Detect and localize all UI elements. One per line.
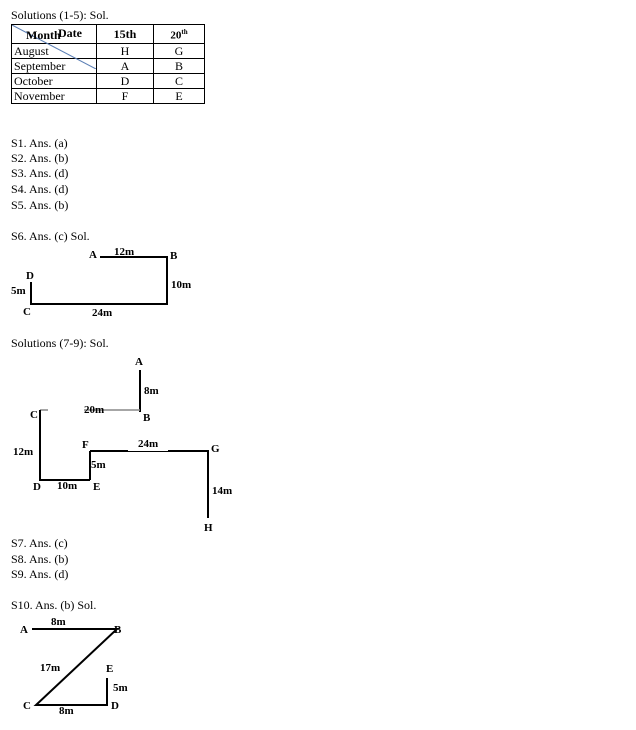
cell-20th: B bbox=[153, 57, 205, 74]
answer-s9: S9. Ans. (d) bbox=[11, 567, 69, 581]
cell-20th: E bbox=[153, 87, 205, 104]
table-row: October D C bbox=[11, 72, 205, 89]
s10-label-a: A bbox=[20, 624, 28, 636]
month-cell: November bbox=[11, 87, 97, 104]
s7-9-diagram: A 8m B 20m C 12m D 10m E 5m F 24m G 14m … bbox=[13, 356, 232, 534]
s6-title: S6. Ans. (c) Sol. bbox=[11, 229, 90, 243]
month-cell: October bbox=[11, 72, 97, 89]
cell-20th: C bbox=[153, 72, 205, 89]
s10-label-ab: 8m bbox=[51, 616, 66, 628]
s10-label-bc: 17m bbox=[40, 662, 60, 674]
header-20th: 20th bbox=[153, 24, 205, 44]
month-cell: August bbox=[11, 42, 97, 59]
s10-label-e: E bbox=[106, 663, 113, 675]
answer-s1: S1. Ans. (a) bbox=[11, 136, 68, 150]
solution-table: Date Month 15th 20th August H G Septembe… bbox=[11, 24, 205, 104]
header-15th: 15th bbox=[96, 24, 154, 44]
cell-20th: G bbox=[153, 42, 205, 59]
header-month: Month bbox=[26, 27, 61, 42]
s7-9-label-f: F bbox=[82, 439, 89, 451]
s7-9-label-e: E bbox=[93, 481, 100, 493]
s7-9-label-h: H bbox=[204, 522, 213, 534]
s7-9-label-cd: 12m bbox=[13, 446, 33, 458]
cell-15th: A bbox=[96, 57, 154, 74]
cell-15th: F bbox=[96, 87, 154, 104]
s7-9-label-a: A bbox=[135, 356, 143, 368]
s10-label-d: D bbox=[111, 700, 119, 712]
table-row: August H G bbox=[11, 42, 205, 59]
s10-label-cd: 8m bbox=[59, 705, 74, 717]
solutions-1-5-title: Solutions (1-5): Sol. bbox=[11, 8, 109, 22]
s6-label-d: D bbox=[26, 270, 34, 282]
answer-s4: S4. Ans. (d) bbox=[11, 182, 69, 196]
header-diagonal bbox=[12, 25, 96, 69]
cell-15th: H bbox=[96, 42, 154, 59]
date-month-header: Date Month bbox=[11, 24, 97, 69]
s6-label-b: B bbox=[170, 250, 178, 262]
s6-label-c: C bbox=[23, 306, 31, 318]
s7-9-label-c: C bbox=[30, 409, 38, 421]
answer-s8: S8. Ans. (b) bbox=[11, 552, 69, 566]
answer-s5: S5. Ans. (b) bbox=[11, 198, 69, 212]
s6-label-a: A bbox=[89, 249, 97, 261]
solutions-7-9-title: Solutions (7-9): Sol. bbox=[11, 336, 109, 350]
s7-9-label-de: 10m bbox=[57, 480, 77, 492]
s10-title: S10. Ans. (b) Sol. bbox=[11, 598, 97, 612]
s6-label-ab: 12m bbox=[114, 246, 134, 258]
cell-15th: D bbox=[96, 72, 154, 89]
s7-9-label-d: D bbox=[33, 481, 41, 493]
table-row: September A B bbox=[11, 57, 205, 74]
answer-s7: S7. Ans. (c) bbox=[11, 536, 68, 550]
s6-label-bc: 10m bbox=[171, 279, 191, 291]
s7-9-label-b: B bbox=[143, 412, 151, 424]
s7-9-label-bc: 20m bbox=[84, 404, 104, 416]
s6-path bbox=[30, 256, 168, 305]
answer-s3: S3. Ans. (d) bbox=[11, 166, 69, 180]
s6-label-d-len: 5m bbox=[11, 285, 26, 297]
header-date: Date bbox=[58, 26, 82, 40]
s6-label-cd: 24m bbox=[92, 307, 112, 319]
s10-label-b: B bbox=[114, 624, 122, 636]
s10-path bbox=[32, 628, 120, 706]
table-header-row: Date Month 15th 20th bbox=[11, 24, 205, 69]
s7-9-label-fg: 24m bbox=[138, 438, 158, 450]
s7-9-label-gh: 14m bbox=[212, 485, 232, 497]
s7-9-label-ef: 5m bbox=[91, 459, 106, 471]
s10-label-c: C bbox=[23, 700, 31, 712]
s10-diagram: A 8m B 17m E 5m C 8m D bbox=[20, 616, 128, 717]
answer-s2: S2. Ans. (b) bbox=[11, 151, 69, 165]
s6-diagram: A 12m B 10m 24m C 5m D bbox=[11, 246, 191, 319]
s7-9-label-ab: 8m bbox=[144, 385, 159, 397]
s10-label-de: 5m bbox=[113, 682, 128, 694]
s7-9-label-g: G bbox=[211, 443, 220, 455]
table-row: November F E bbox=[11, 87, 205, 104]
